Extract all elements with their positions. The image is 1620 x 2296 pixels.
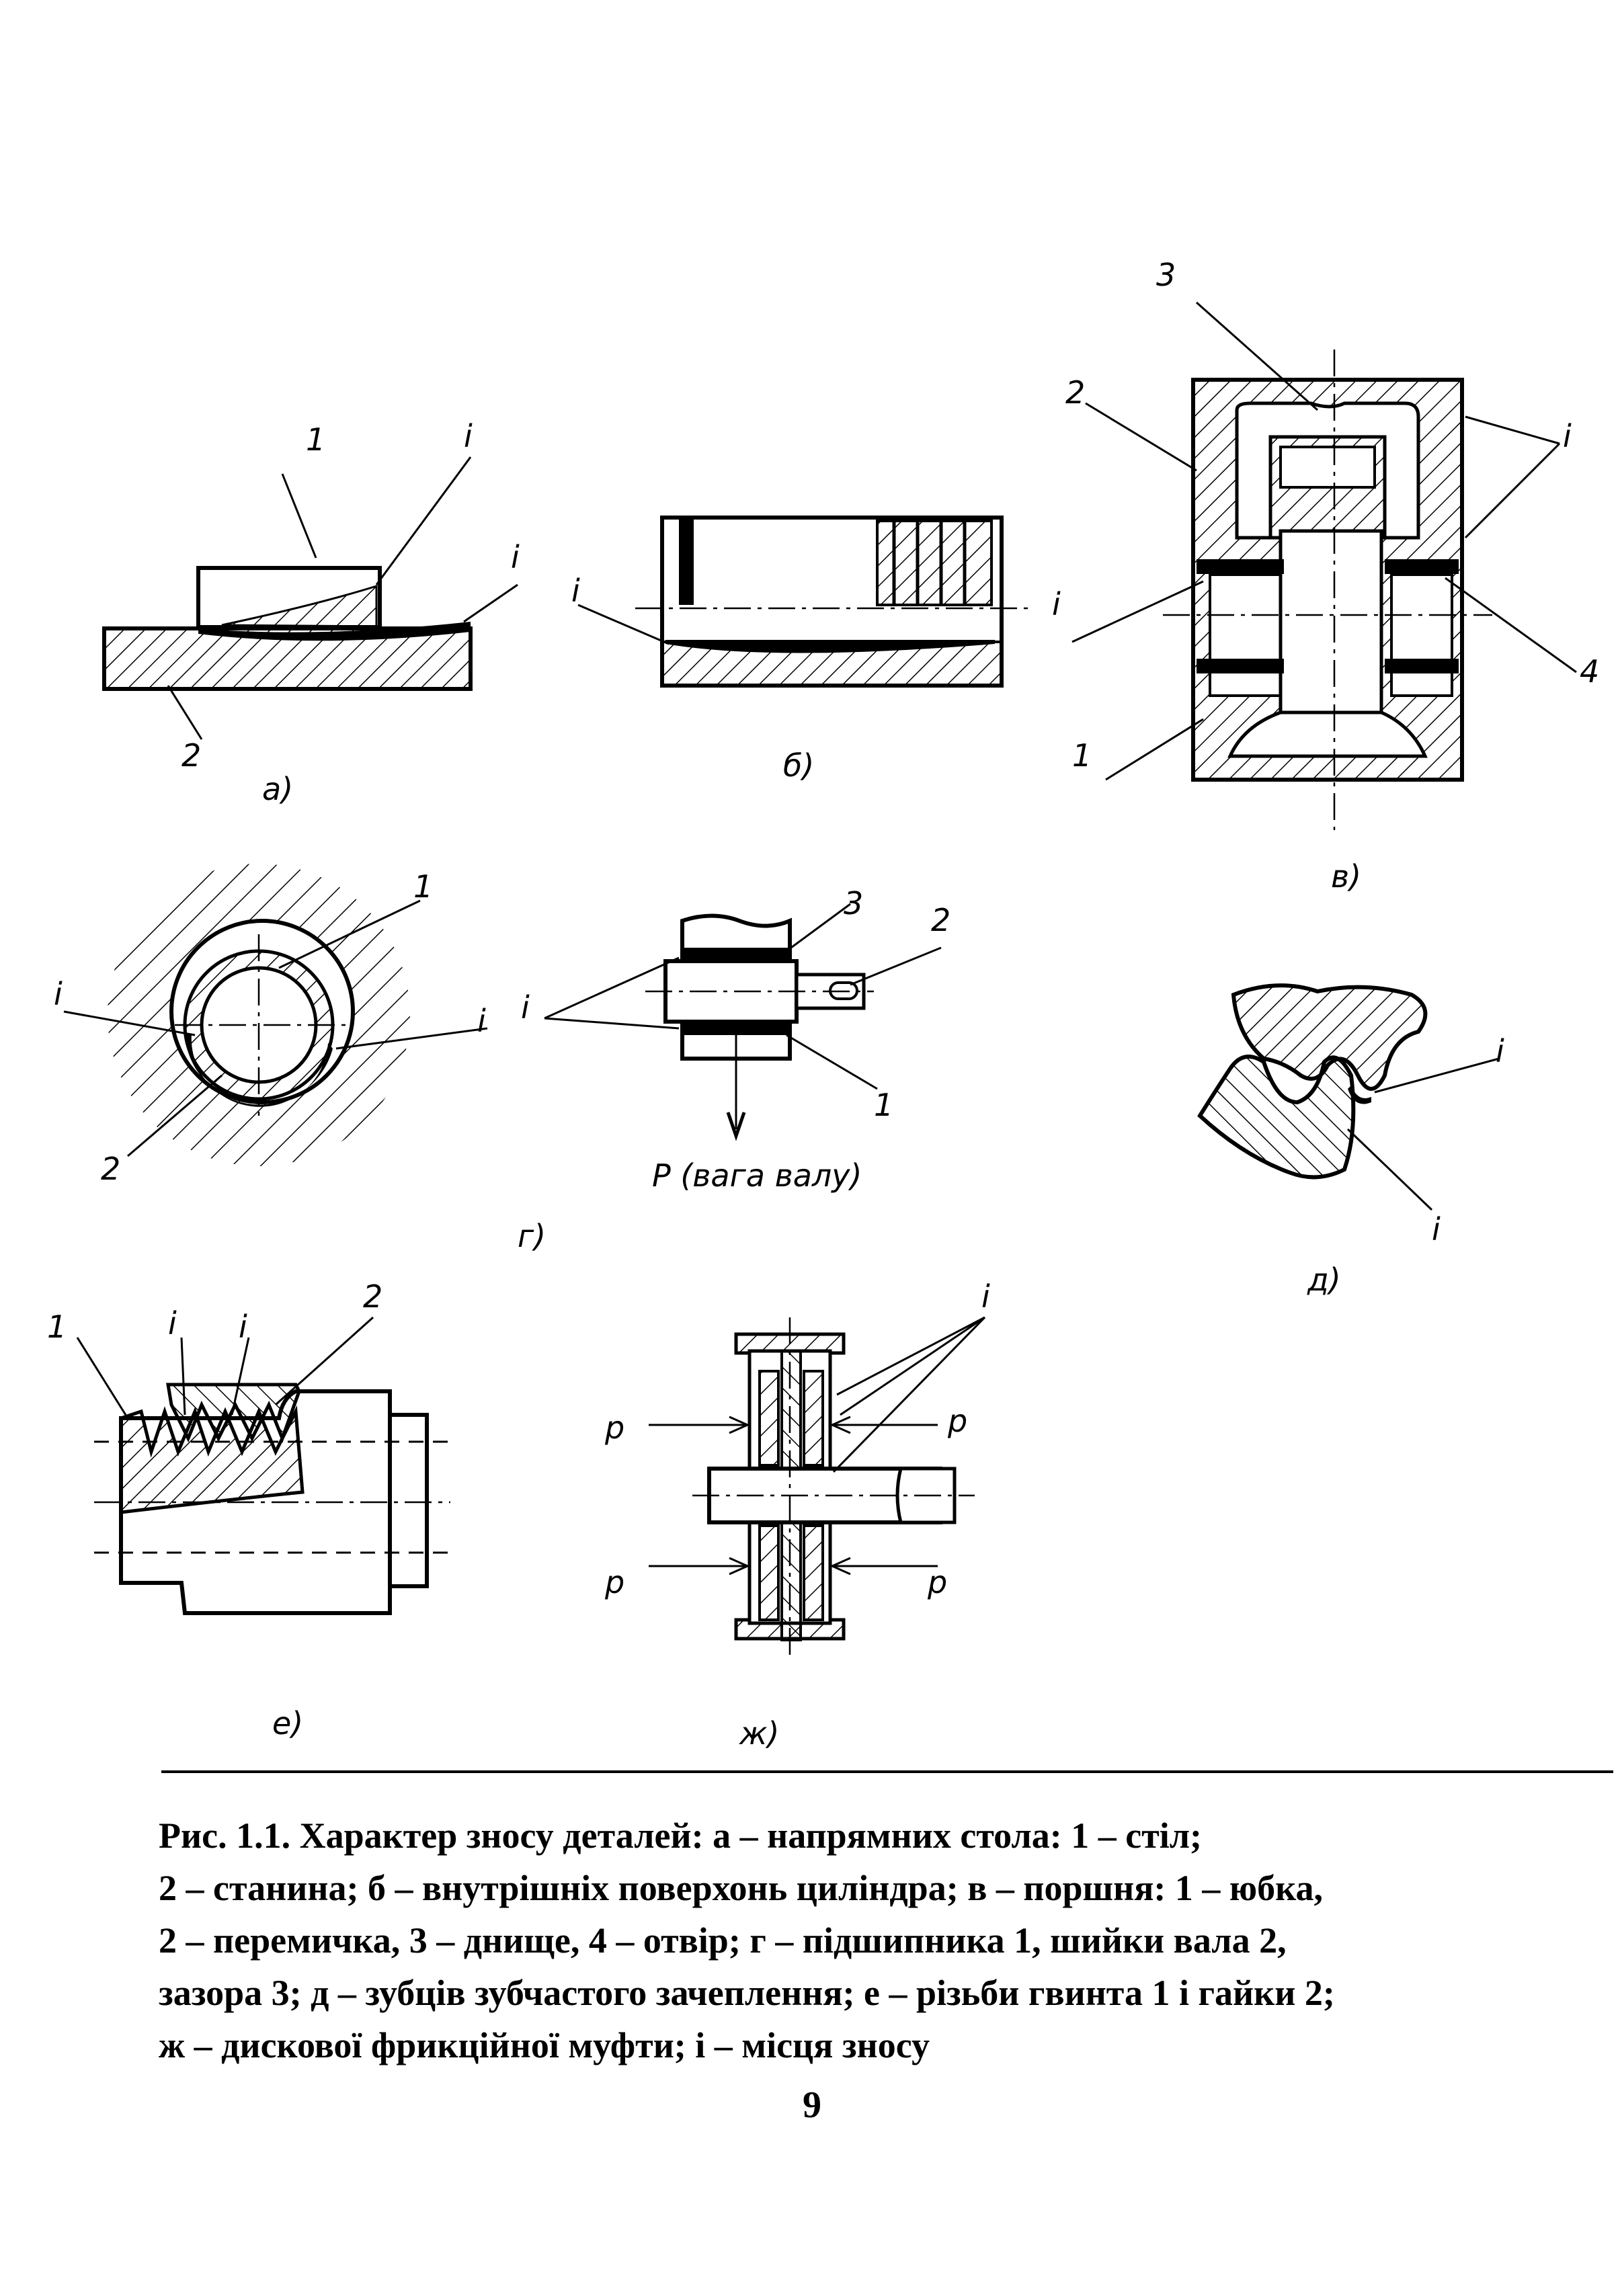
e-label-1: 1 — [47, 1309, 67, 1345]
g-shaft-label-2: 2 — [931, 902, 950, 938]
zh-label-i: i — [981, 1278, 990, 1315]
caption-divider — [161, 1770, 1613, 1773]
b-wear-zone — [665, 640, 995, 653]
figure-caption: Рис. 1.1. Характер зносу деталей: а – на… — [159, 1809, 1436, 2072]
a-label-i-top: i — [464, 418, 473, 454]
diagram-g-shaft: 3 2 i 1 P (вага валу) г) — [518, 885, 950, 1254]
diagram-d-gear-teeth: i i д) — [1197, 983, 1504, 1298]
g-shaft-label-1: 1 — [874, 1087, 893, 1123]
e-label-2: 2 — [363, 1278, 382, 1315]
e-label-i-1: i — [168, 1305, 177, 1342]
zh-label-p-right-top: p — [947, 1403, 967, 1439]
page-number: 9 — [803, 2084, 821, 2126]
g-label-i-right: i — [477, 1003, 486, 1039]
zh-label-p-left-top: p — [604, 1409, 624, 1446]
a-label-i-right: i — [511, 539, 520, 575]
v-label-2: 2 — [1065, 374, 1085, 411]
zh-label-p-right-bottom: p — [927, 1564, 947, 1600]
zh-label-p-left-bottom: p — [604, 1564, 624, 1600]
e-label-i-2: i — [239, 1309, 247, 1345]
g-label-2: 2 — [101, 1151, 120, 1187]
v-label-4: 4 — [1580, 653, 1599, 690]
sub-label-e: е) — [272, 1705, 303, 1741]
sub-label-b: б) — [783, 747, 814, 784]
caption-line-3: 2 – перемичка, 3 – днище, 4 – отвір; г –… — [159, 1920, 1287, 1961]
a-wear-zone — [198, 622, 471, 641]
sub-label-a: a) — [262, 771, 293, 807]
wear-figure: 1 i i 2 a) i б) — [47, 257, 1599, 1752]
v-label-3: 3 — [1156, 257, 1176, 293]
v-label-i-right: i — [1563, 418, 1572, 454]
sub-label-d: д) — [1307, 1262, 1341, 1298]
g-label-i-left: i — [54, 976, 63, 1012]
d-label-i-top: i — [1496, 1033, 1504, 1069]
caption-line-1: Рис. 1.1. Характер зносу деталей: а – на… — [159, 1815, 1202, 1856]
g-label-3: 3 — [844, 885, 863, 921]
v-label-1: 1 — [1072, 737, 1092, 774]
b-label-i: i — [571, 573, 580, 609]
g-label-1: 1 — [413, 868, 433, 905]
sub-label-g: г) — [518, 1218, 546, 1254]
g-label-i-mid: i — [521, 989, 530, 1026]
diagram-g-bearing: 1 i i 2 — [54, 864, 488, 1187]
sub-label-zh: ж) — [739, 1715, 779, 1752]
diagram-zh-clutch: i p p p p ж) — [604, 1278, 990, 1752]
diagram-a-table-guides: 1 i i 2 a) — [102, 418, 520, 807]
diagram-e-thread: 1 i i 2 е) — [47, 1278, 450, 1741]
caption-line-5: ж – дискової фрикційної муфти; і – місця… — [159, 2025, 930, 2065]
sub-label-v: в) — [1331, 858, 1361, 895]
g-load-label: P (вага валу) — [652, 1157, 862, 1194]
a-label-2: 2 — [181, 737, 201, 774]
caption-line-4: зазора 3; д – зубців зубчастого зачеплен… — [159, 1973, 1335, 2013]
a-label-1: 1 — [306, 421, 325, 458]
diagram-v-piston: 3 2 i i 4 1 в) — [1052, 257, 1599, 895]
d-label-i-bottom: i — [1432, 1211, 1441, 1247]
caption-line-2: 2 – станина; б – внутрішніх поверхонь ци… — [159, 1868, 1323, 1908]
diagram-b-cylinder: i б) — [571, 516, 1028, 784]
v-label-i-left: i — [1052, 586, 1061, 622]
